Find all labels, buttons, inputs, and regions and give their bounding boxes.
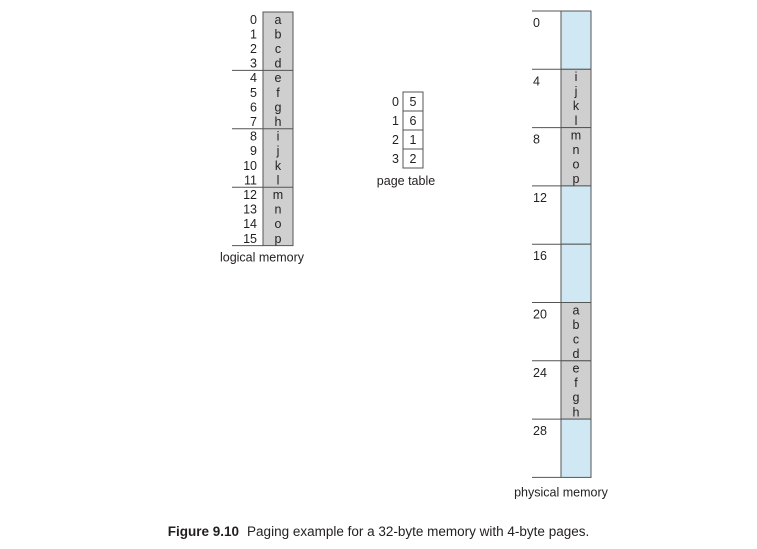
logical-byte: a [275, 13, 282, 27]
page-table-entry [402, 148, 424, 169]
page-table-frame: 5 [410, 95, 417, 109]
logical-address: 1 [250, 27, 257, 41]
logical-byte: g [275, 100, 282, 114]
physical-frame [560, 418, 592, 478]
logical-byte: f [276, 86, 280, 100]
physical-frame [560, 10, 592, 70]
page-table-frame: 2 [410, 152, 417, 166]
logical-address: 15 [243, 232, 257, 246]
physical-byte: o [573, 158, 580, 172]
page-table-page: 2 [392, 133, 399, 147]
logical-address: 2 [250, 42, 257, 56]
figure-caption: Figure 9.10 Paging example for a 32-byte … [0, 524, 757, 539]
logical-memory: 0 a 1 b 2 c 3 d 4 e 5 f 6 g 7 h 8 i 9 j 10 k 11 l 12 m 13 n 14 o 15 p lo… [220, 11, 305, 265]
logical-address: 5 [250, 86, 257, 100]
physical-byte: a [573, 303, 580, 317]
physical-byte: l [575, 114, 578, 128]
physical-byte: m [571, 128, 581, 142]
logical-byte: b [275, 27, 282, 41]
physical-byte: p [573, 172, 580, 186]
logical-address: 13 [243, 203, 257, 217]
logical-byte: k [275, 159, 282, 173]
page-table-label: page table [377, 174, 435, 188]
logical-byte: d [275, 57, 282, 71]
logical-byte: c [275, 42, 281, 56]
physical-address: 24 [533, 366, 547, 380]
physical-byte: j [574, 85, 578, 99]
logical-memory-label: logical memory [220, 251, 305, 265]
logical-byte: e [275, 71, 282, 85]
logical-byte: p [275, 232, 282, 246]
logical-byte: m [273, 188, 283, 202]
logical-address: 11 [244, 173, 257, 187]
logical-byte: o [275, 217, 282, 231]
physical-frame [560, 127, 592, 187]
physical-byte: i [575, 70, 578, 84]
physical-address: 20 [533, 308, 547, 322]
physical-memory-label: physical memory [514, 485, 609, 499]
physical-address: 4 [533, 74, 540, 88]
logical-byte: l [277, 173, 280, 187]
page-table-page: 3 [392, 152, 399, 166]
physical-byte: h [573, 405, 580, 419]
physical-byte: n [573, 143, 580, 157]
page-table-page: 1 [392, 114, 399, 128]
physical-frame [560, 68, 592, 129]
logical-byte: n [275, 203, 282, 217]
physical-byte: c [573, 332, 579, 346]
logical-address: 4 [250, 71, 257, 85]
physical-address: 8 [533, 133, 540, 147]
page-table-page: 0 [392, 95, 399, 109]
physical-byte: e [573, 362, 580, 376]
physical-byte: b [573, 318, 580, 332]
logical-address: 9 [250, 144, 257, 158]
physical-byte: f [574, 376, 578, 390]
logical-byte: h [275, 115, 282, 129]
physical-address: 16 [533, 249, 547, 263]
logical-address: 12 [243, 188, 257, 202]
figure-caption-text: Paging example for a 32-byte memory with… [247, 524, 590, 539]
logical-address: 10 [243, 159, 257, 173]
physical-address: 12 [533, 191, 547, 205]
physical-frame [560, 243, 592, 303]
physical-byte: k [573, 99, 580, 113]
physical-byte: g [573, 391, 580, 405]
logical-address: 3 [250, 57, 257, 71]
logical-byte: j [276, 144, 280, 158]
logical-address: 8 [250, 130, 257, 144]
logical-address: 14 [243, 217, 257, 231]
logical-address: 0 [250, 13, 257, 27]
physical-byte: d [573, 347, 580, 361]
logical-address: 7 [250, 115, 257, 129]
physical-address: 0 [533, 16, 540, 30]
physical-address: 28 [533, 424, 547, 438]
page-table-frame: 6 [410, 114, 417, 128]
physical-frame [560, 302, 592, 362]
physical-frame [560, 185, 592, 245]
logical-byte: i [277, 130, 280, 144]
physical-frame [560, 360, 592, 420]
page-table-frame: 1 [410, 133, 417, 147]
figure-number: Figure 9.10 [167, 524, 240, 539]
logical-address: 6 [250, 100, 257, 114]
